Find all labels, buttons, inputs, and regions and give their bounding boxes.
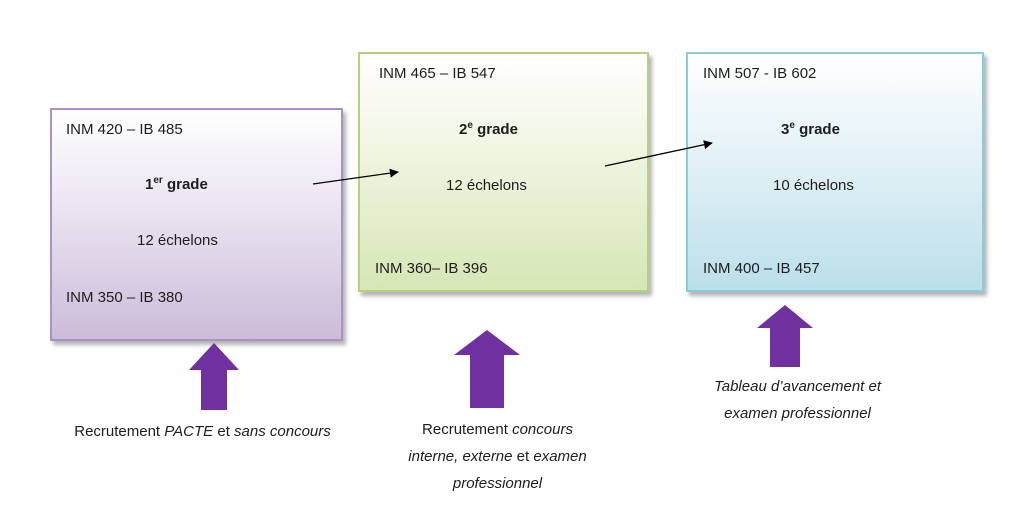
- grade-1-title: 1er grade: [145, 175, 208, 194]
- grade-3-box: INM 507 - IB 602 3e grade 10 échelons IN…: [686, 52, 984, 292]
- grade-1-echelons: 12 échelons: [137, 232, 218, 249]
- caption-grade-1: Recrutement PACTE et sans concours: [74, 423, 331, 440]
- grade-3-echelons: 10 échelons: [773, 177, 854, 194]
- caption-grade-3: Tableau d’avancement et examen professio…: [713, 378, 882, 422]
- grade-3-title: 3e grade: [781, 120, 840, 139]
- grade-2-echelons: 12 échelons: [446, 177, 527, 194]
- grade-1-box: INM 420 – IB 485 1er grade 12 échelons I…: [50, 108, 343, 341]
- up-arrow-icon: [454, 330, 520, 408]
- up-arrow-icon: [757, 305, 813, 367]
- grade-2-top-index: INM 465 – IB 547: [379, 65, 496, 82]
- grade-1-top-index: INM 420 – IB 485: [66, 121, 183, 138]
- grade-1-bottom-index: INM 350 – IB 380: [66, 289, 183, 306]
- grade-3-bottom-index: INM 400 – IB 457: [703, 260, 820, 277]
- progression-arrow-2-to-3: [604, 140, 713, 167]
- grade-2-title: 2e grade: [459, 120, 518, 139]
- up-arrow-icon: [189, 343, 239, 410]
- grade-3-top-index: INM 507 - IB 602: [703, 65, 817, 82]
- progression-arrow-1-to-2: [312, 168, 399, 185]
- grade-2-bottom-index: INM 360– IB 396: [375, 260, 488, 277]
- caption-grade-2: Recrutement concours interne, externe et…: [408, 421, 587, 492]
- grade-2-box: INM 465 – IB 547 2e grade 12 échelons IN…: [358, 52, 649, 292]
